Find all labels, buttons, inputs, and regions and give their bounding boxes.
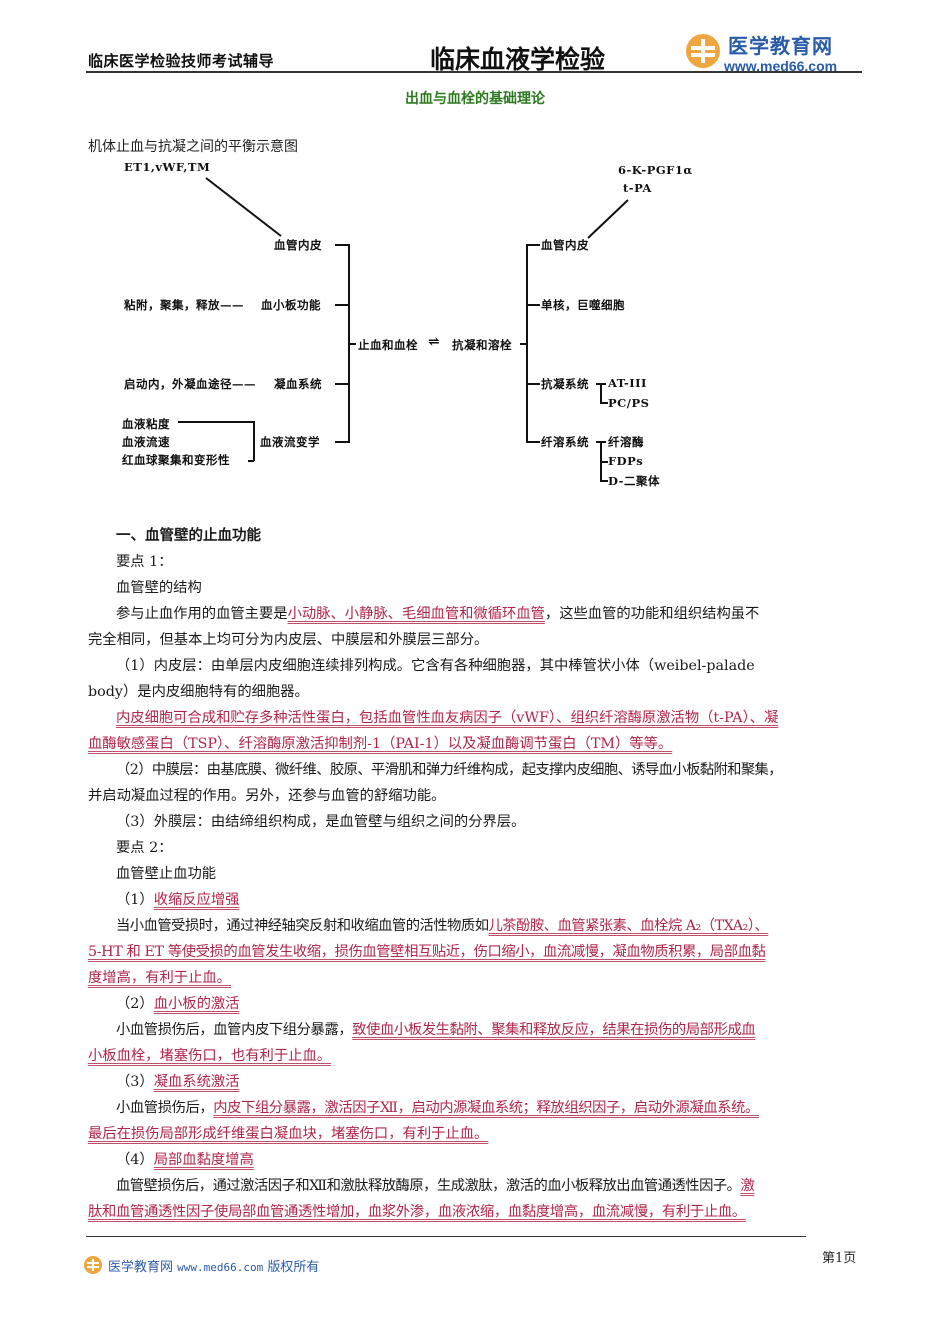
header-center-title: 临床血液学检验 (430, 45, 606, 74)
connector (600, 461, 608, 463)
paragraph-line: 内皮细胞可合成和贮存多种活性蛋白，包括血管性血友病因子（vWF）、组织纤溶酶原激… (88, 705, 866, 731)
highlighted-text: 儿茶酚胺、血管紧张素、血栓烷 A₂（TXA₂）、 (488, 918, 769, 934)
center-left-label: 止血和血栓 (358, 338, 418, 352)
right-bracket (526, 244, 528, 443)
right-top-note-pgf: 6-K-PGF1α (618, 163, 693, 177)
paragraph-line: 肽和血管通透性因子使局部血管通透性增加，血浆外渗，血液浓缩，血黏度增高，血流减慢… (88, 1199, 866, 1225)
rheology-bracket (253, 421, 255, 461)
left-branch-coag-note: 启动内，外凝血途径—— (124, 377, 256, 391)
highlighted-text: 激 (740, 1178, 755, 1194)
connector (600, 480, 608, 482)
connector (178, 421, 254, 423)
paragraph-line: 完全相同，但基本上均可分为内皮层、中膜层和外膜层三部分。 (88, 632, 489, 648)
paragraph-line: 最后在损伤局部形成纤维蛋白凝血块，堵塞伤口，有利于止血。 (88, 1121, 866, 1147)
connector (335, 441, 349, 443)
paragraph-line: 参与止血作用的血管主要是小动脉、小静脉、毛细血管和微循环血管，这些血管的功能和组… (116, 606, 760, 622)
article-body: 一、血管壁的止血功能 要点 1： 血管壁的结构 参与止血作用的血管主要是小动脉、… (88, 523, 866, 1225)
center-right-label: 抗凝和溶栓 (452, 338, 512, 352)
rheology-note-flow: 血液流速 (122, 435, 170, 449)
paragraph-line: 5-HT 和 ET 等使受损的血管发生收缩，损伤血管壁相互贴近，伤口缩小，血流减… (88, 939, 866, 965)
connector (600, 402, 608, 404)
paragraph-line: （2）中膜层：由基底膜、微纤维、胶原、平滑肌和弹力纤维构成，起支撑内皮细胞、诱导… (116, 762, 783, 778)
anticoag-child-at3: AT-III (608, 376, 647, 390)
paragraph-line: 度增高，有利于止血。 (88, 965, 866, 991)
cross-logo-icon (84, 1256, 102, 1274)
site-logo[interactable]: 医学教育网 www.med66.com (686, 30, 866, 74)
anticoag-bracket (600, 383, 602, 403)
subsection-heading: （3）凝血系统激活 (116, 1074, 240, 1090)
left-branch-platelet-note: 粘附，聚集，释放—— (124, 298, 244, 312)
fibrinolysis-child-fdps: FDPs (608, 454, 644, 468)
header-divider (86, 71, 862, 73)
connector (520, 343, 528, 345)
right-branch-anticoag: 抗凝系统 (541, 377, 589, 391)
right-top-note-tpa: t-PA (623, 181, 652, 195)
point-label: 要点 2： (116, 840, 173, 856)
logo-url: www.med66.com (724, 58, 838, 74)
right-branch-monocyte: 单核，巨噬细胞 (541, 298, 625, 312)
anticoag-child-pcps: PC/PS (608, 396, 650, 410)
diagonal-connectors (205, 177, 629, 239)
paragraph-line: 小血管损伤后，内皮下组分暴露，激活因子Ⅻ，启动内源凝血系统；释放组织因子，启动外… (116, 1100, 759, 1116)
paragraph-line: 小血管损伤后，血管内皮下组分暴露，致使血小板发生黏附、聚集和释放反应，结果在损伤… (116, 1022, 756, 1038)
connector (526, 304, 540, 306)
paragraph-line: 当小血管受损时，通过神经轴突反射和收缩血管的活性物质如儿茶酚胺、血管紧张素、血栓… (116, 918, 769, 934)
point-title: 血管壁止血功能 (116, 866, 217, 882)
connector (335, 304, 349, 306)
highlighted-text: 小板血栓，堵塞伤口，也有利于止血。 (88, 1048, 332, 1064)
left-branch-rheology: 血液流变学 (260, 435, 320, 449)
header-left-title: 临床医学检验技师考试辅导 (88, 52, 275, 70)
highlighted-text: 内皮下组分暴露，激活因子Ⅻ，启动内源凝血系统；释放组织因子，启动外源凝血系统。 (213, 1100, 759, 1116)
highlighted-text: 度增高，有利于止血。 (88, 970, 231, 986)
footer-url[interactable]: www.med66.com (177, 1261, 264, 1274)
connector (335, 244, 349, 246)
highlighted-text: 血酶敏感蛋白（TSP）、纤溶酶原激活抑制剂-1（PAI-1）以及凝血酶调节蛋白（… (88, 736, 673, 752)
subsection-heading: （1）收缩反应增强 (116, 892, 240, 908)
fibrinolysis-child-ddimer: D-二聚体 (608, 474, 660, 488)
paragraph-line: 并启动凝血过程的作用。另外，还参与血管的舒缩功能。 (88, 788, 446, 804)
right-branch-endothelium: 血管内皮 (541, 238, 589, 252)
highlighted-text: 肽和血管通透性因子使局部血管通透性增加，血浆外渗，血液浓缩，血黏度增高，血流减慢… (88, 1204, 746, 1220)
connector (526, 383, 540, 385)
subsection-heading: （4）局部血黏度增高 (116, 1152, 254, 1168)
connector (248, 460, 254, 462)
paragraph-line: 血管壁损伤后，通过激活因子和Ⅻ和激肽释放酶原，生成激肽，激活的血小板释放出血管通… (116, 1178, 755, 1194)
footer-brand[interactable]: 医学教育网 www.med66.com 版权所有 (108, 1260, 320, 1275)
figure-caption: 机体止血与抗凝之间的平衡示意图 (88, 139, 298, 155)
connector (335, 383, 349, 385)
point-title: 血管壁的结构 (116, 580, 202, 596)
subsection-heading: （2）血小板的激活 (116, 996, 240, 1012)
rheology-note-viscosity: 血液粘度 (122, 417, 170, 431)
left-branch-platelet: 血小板功能 (261, 298, 321, 312)
highlighted-text: 小动脉、小静脉、毛细血管和微循环血管 (287, 606, 545, 622)
paragraph-line: 血酶敏感蛋白（TSP）、纤溶酶原激活抑制剂-1（PAI-1）以及凝血酶调节蛋白（… (88, 731, 866, 757)
highlighted-text: 致使血小板发生黏附、聚集和释放反应，结果在损伤的局部形成血 (352, 1022, 756, 1038)
paragraph-line: 小板血栓，堵塞伤口，也有利于止血。 (88, 1043, 866, 1069)
equilibrium-arrow-icon: ⇌ (428, 334, 441, 350)
left-branch-endothelium: 血管内皮 (274, 238, 322, 252)
highlighted-text: 5-HT 和 ET 等使受损的血管发生收缩，损伤血管壁相互贴近，伤口缩小，血流减… (88, 944, 766, 960)
right-branch-fibrinolysis: 纤溶系统 (541, 435, 589, 449)
left-top-note: ET1,vWF,TM (124, 160, 211, 174)
fibrinolysis-child-plasmin: 纤溶酶 (608, 435, 644, 449)
left-branch-coagulation: 凝血系统 (274, 377, 322, 391)
connector (526, 244, 540, 246)
paragraph-line: （1）内皮层：由单层内皮细胞连续排列构成。它含有各种细胞器，其中棒管状小体（we… (116, 658, 755, 674)
logo-title: 医学教育网 (728, 34, 833, 58)
paragraph-line: （3）外膜层：由结缔组织构成，是血管壁与组织之间的分界层。 (116, 814, 526, 830)
page-number: 第1页 (822, 1251, 857, 1266)
highlighted-text: 最后在损伤局部形成纤维蛋白凝血块，堵塞伤口，有利于止血。 (88, 1126, 489, 1142)
paragraph-line: body）是内皮细胞特有的细胞器。 (88, 684, 309, 700)
section-heading: 一、血管壁的止血功能 (116, 528, 261, 544)
cross-logo-icon (686, 34, 720, 68)
footer-divider (86, 1236, 806, 1237)
connector (348, 343, 356, 345)
point-label: 要点 1： (116, 554, 173, 570)
balance-diagram: ET1,vWF,TM 血管内皮 粘附，聚集，释放—— 血小板功能 启动内，外凝血… (0, 0, 950, 520)
chapter-subtitle: 出血与血栓的基础理论 (405, 91, 545, 107)
rheology-note-rbc: 红血球聚集和变形性 (122, 453, 230, 467)
highlighted-text: 内皮细胞可合成和贮存多种活性蛋白，包括血管性血友病因子（vWF）、组织纤溶酶原激… (116, 710, 779, 726)
connector (526, 441, 540, 443)
